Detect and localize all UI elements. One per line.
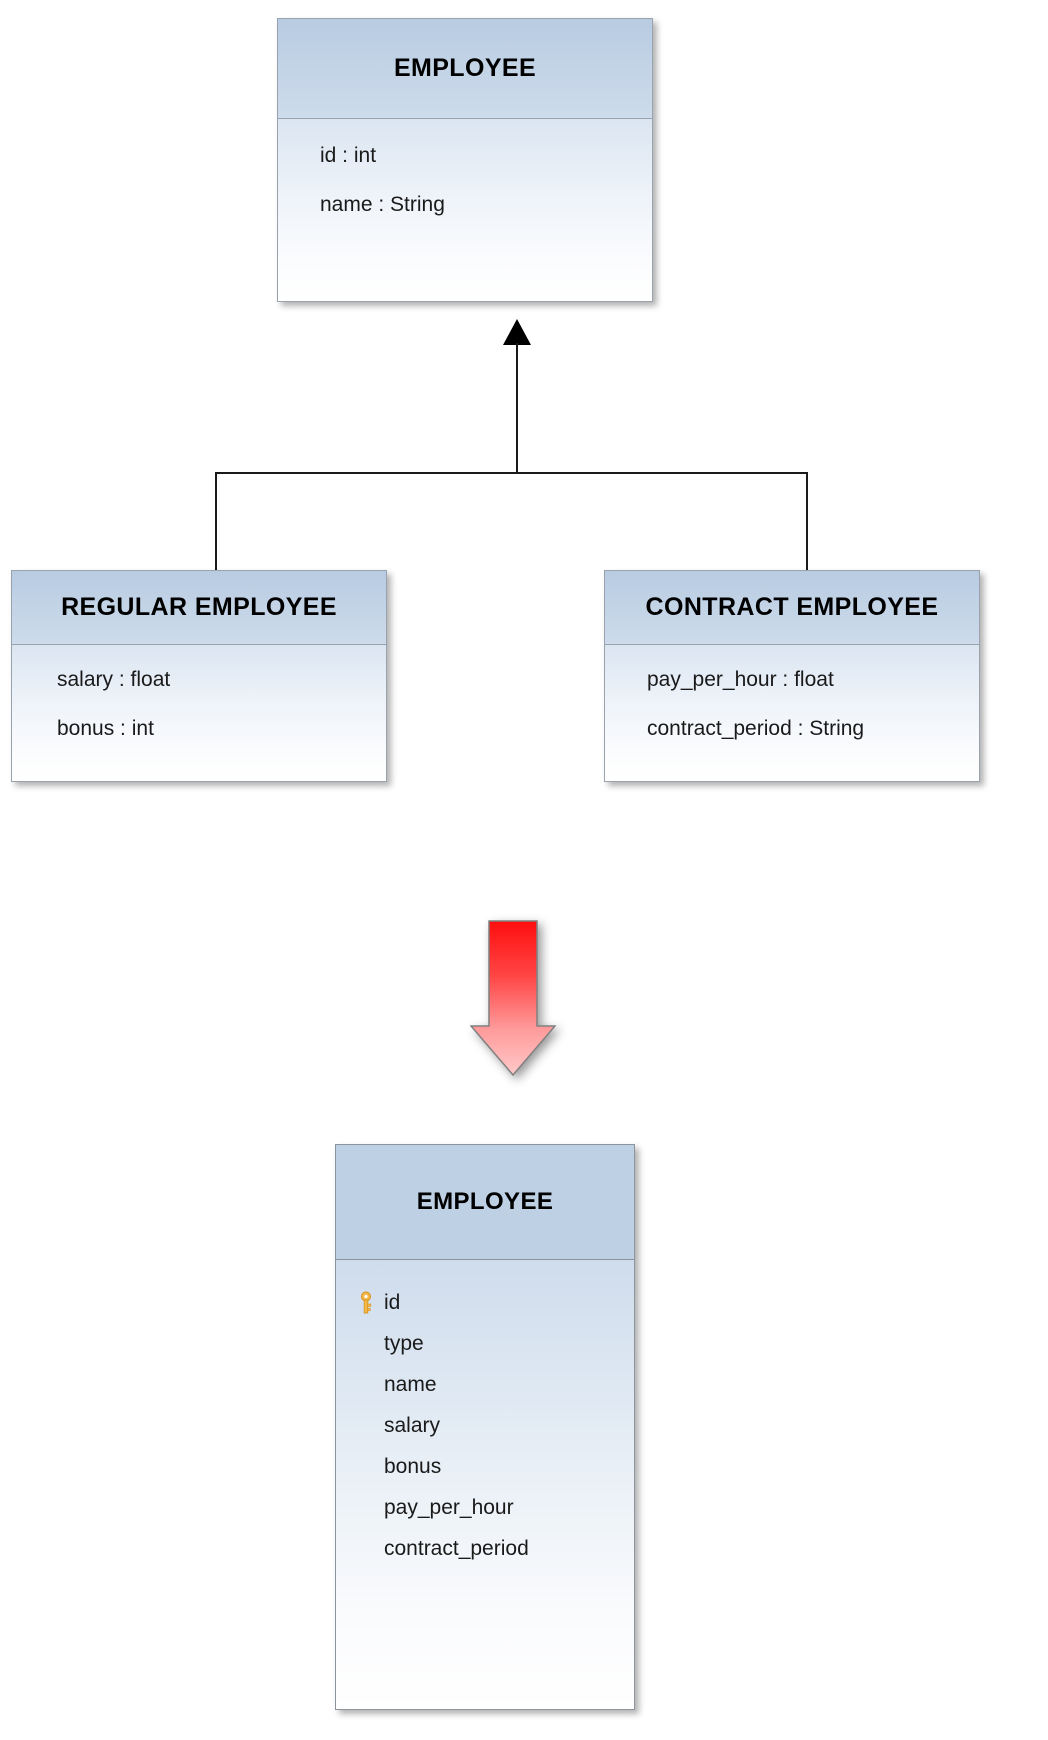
- connector-horizontal: [215, 472, 808, 474]
- er-column-row[interactable]: type: [336, 1323, 634, 1364]
- er-table-title: EMPLOYEE: [416, 1188, 554, 1215]
- er-column-row[interactable]: contract_period: [336, 1528, 634, 1569]
- connector-vertical-right: [806, 472, 808, 572]
- uml-attribute: name : String: [320, 193, 445, 216]
- er-table-header: EMPLOYEE: [336, 1145, 634, 1260]
- er-table-employee[interactable]: EMPLOYEE id type: [335, 1144, 635, 1710]
- er-table-columns: id type name salary bonus pay_per_hour: [336, 1260, 634, 1709]
- er-column-row[interactable]: pay_per_hour: [336, 1487, 634, 1528]
- connector-vertical-center: [516, 343, 518, 473]
- primary-key-icon: [348, 1291, 384, 1315]
- er-column-name: bonus: [384, 1454, 442, 1478]
- er-column-name: id: [384, 1290, 401, 1314]
- uml-class-header: REGULAR EMPLOYEE: [12, 571, 386, 645]
- uml-attribute: salary : float: [57, 668, 171, 691]
- uml-attribute: bonus : int: [57, 717, 154, 740]
- uml-attribute: contract_period : String: [647, 717, 865, 740]
- er-column-name: pay_per_hour: [384, 1495, 514, 1519]
- er-column-name: name: [384, 1372, 437, 1396]
- transform-down-arrow-icon: [469, 920, 557, 1078]
- uml-class-regular-employee[interactable]: REGULAR EMPLOYEE salary : float bonus : …: [11, 570, 387, 782]
- er-column-row[interactable]: salary: [336, 1405, 634, 1446]
- er-column-row[interactable]: name: [336, 1364, 634, 1405]
- connector-vertical-left: [215, 472, 217, 572]
- uml-class-attributes: id : int name : String: [278, 119, 652, 301]
- er-column-row[interactable]: id: [336, 1282, 634, 1323]
- uml-class-title: REGULAR EMPLOYEE: [61, 593, 337, 621]
- uml-attribute: pay_per_hour : float: [647, 668, 834, 691]
- uml-class-title: CONTRACT EMPLOYEE: [645, 593, 939, 621]
- uml-class-attributes: pay_per_hour : float contract_period : S…: [605, 645, 979, 781]
- er-column-name: contract_period: [384, 1536, 529, 1560]
- er-column-name: type: [384, 1331, 424, 1355]
- uml-class-employee[interactable]: EMPLOYEE id : int name : String: [277, 18, 653, 302]
- uml-attribute: id : int: [320, 144, 377, 167]
- uml-class-contract-employee[interactable]: CONTRACT EMPLOYEE pay_per_hour : float c…: [604, 570, 980, 782]
- generalization-arrowhead-icon: [503, 319, 531, 345]
- er-column-name: salary: [384, 1413, 441, 1437]
- uml-class-header: CONTRACT EMPLOYEE: [605, 571, 979, 645]
- er-column-row[interactable]: bonus: [336, 1446, 634, 1487]
- uml-class-attributes: salary : float bonus : int: [12, 645, 386, 781]
- uml-class-header: EMPLOYEE: [278, 19, 652, 119]
- uml-class-title: EMPLOYEE: [393, 54, 537, 82]
